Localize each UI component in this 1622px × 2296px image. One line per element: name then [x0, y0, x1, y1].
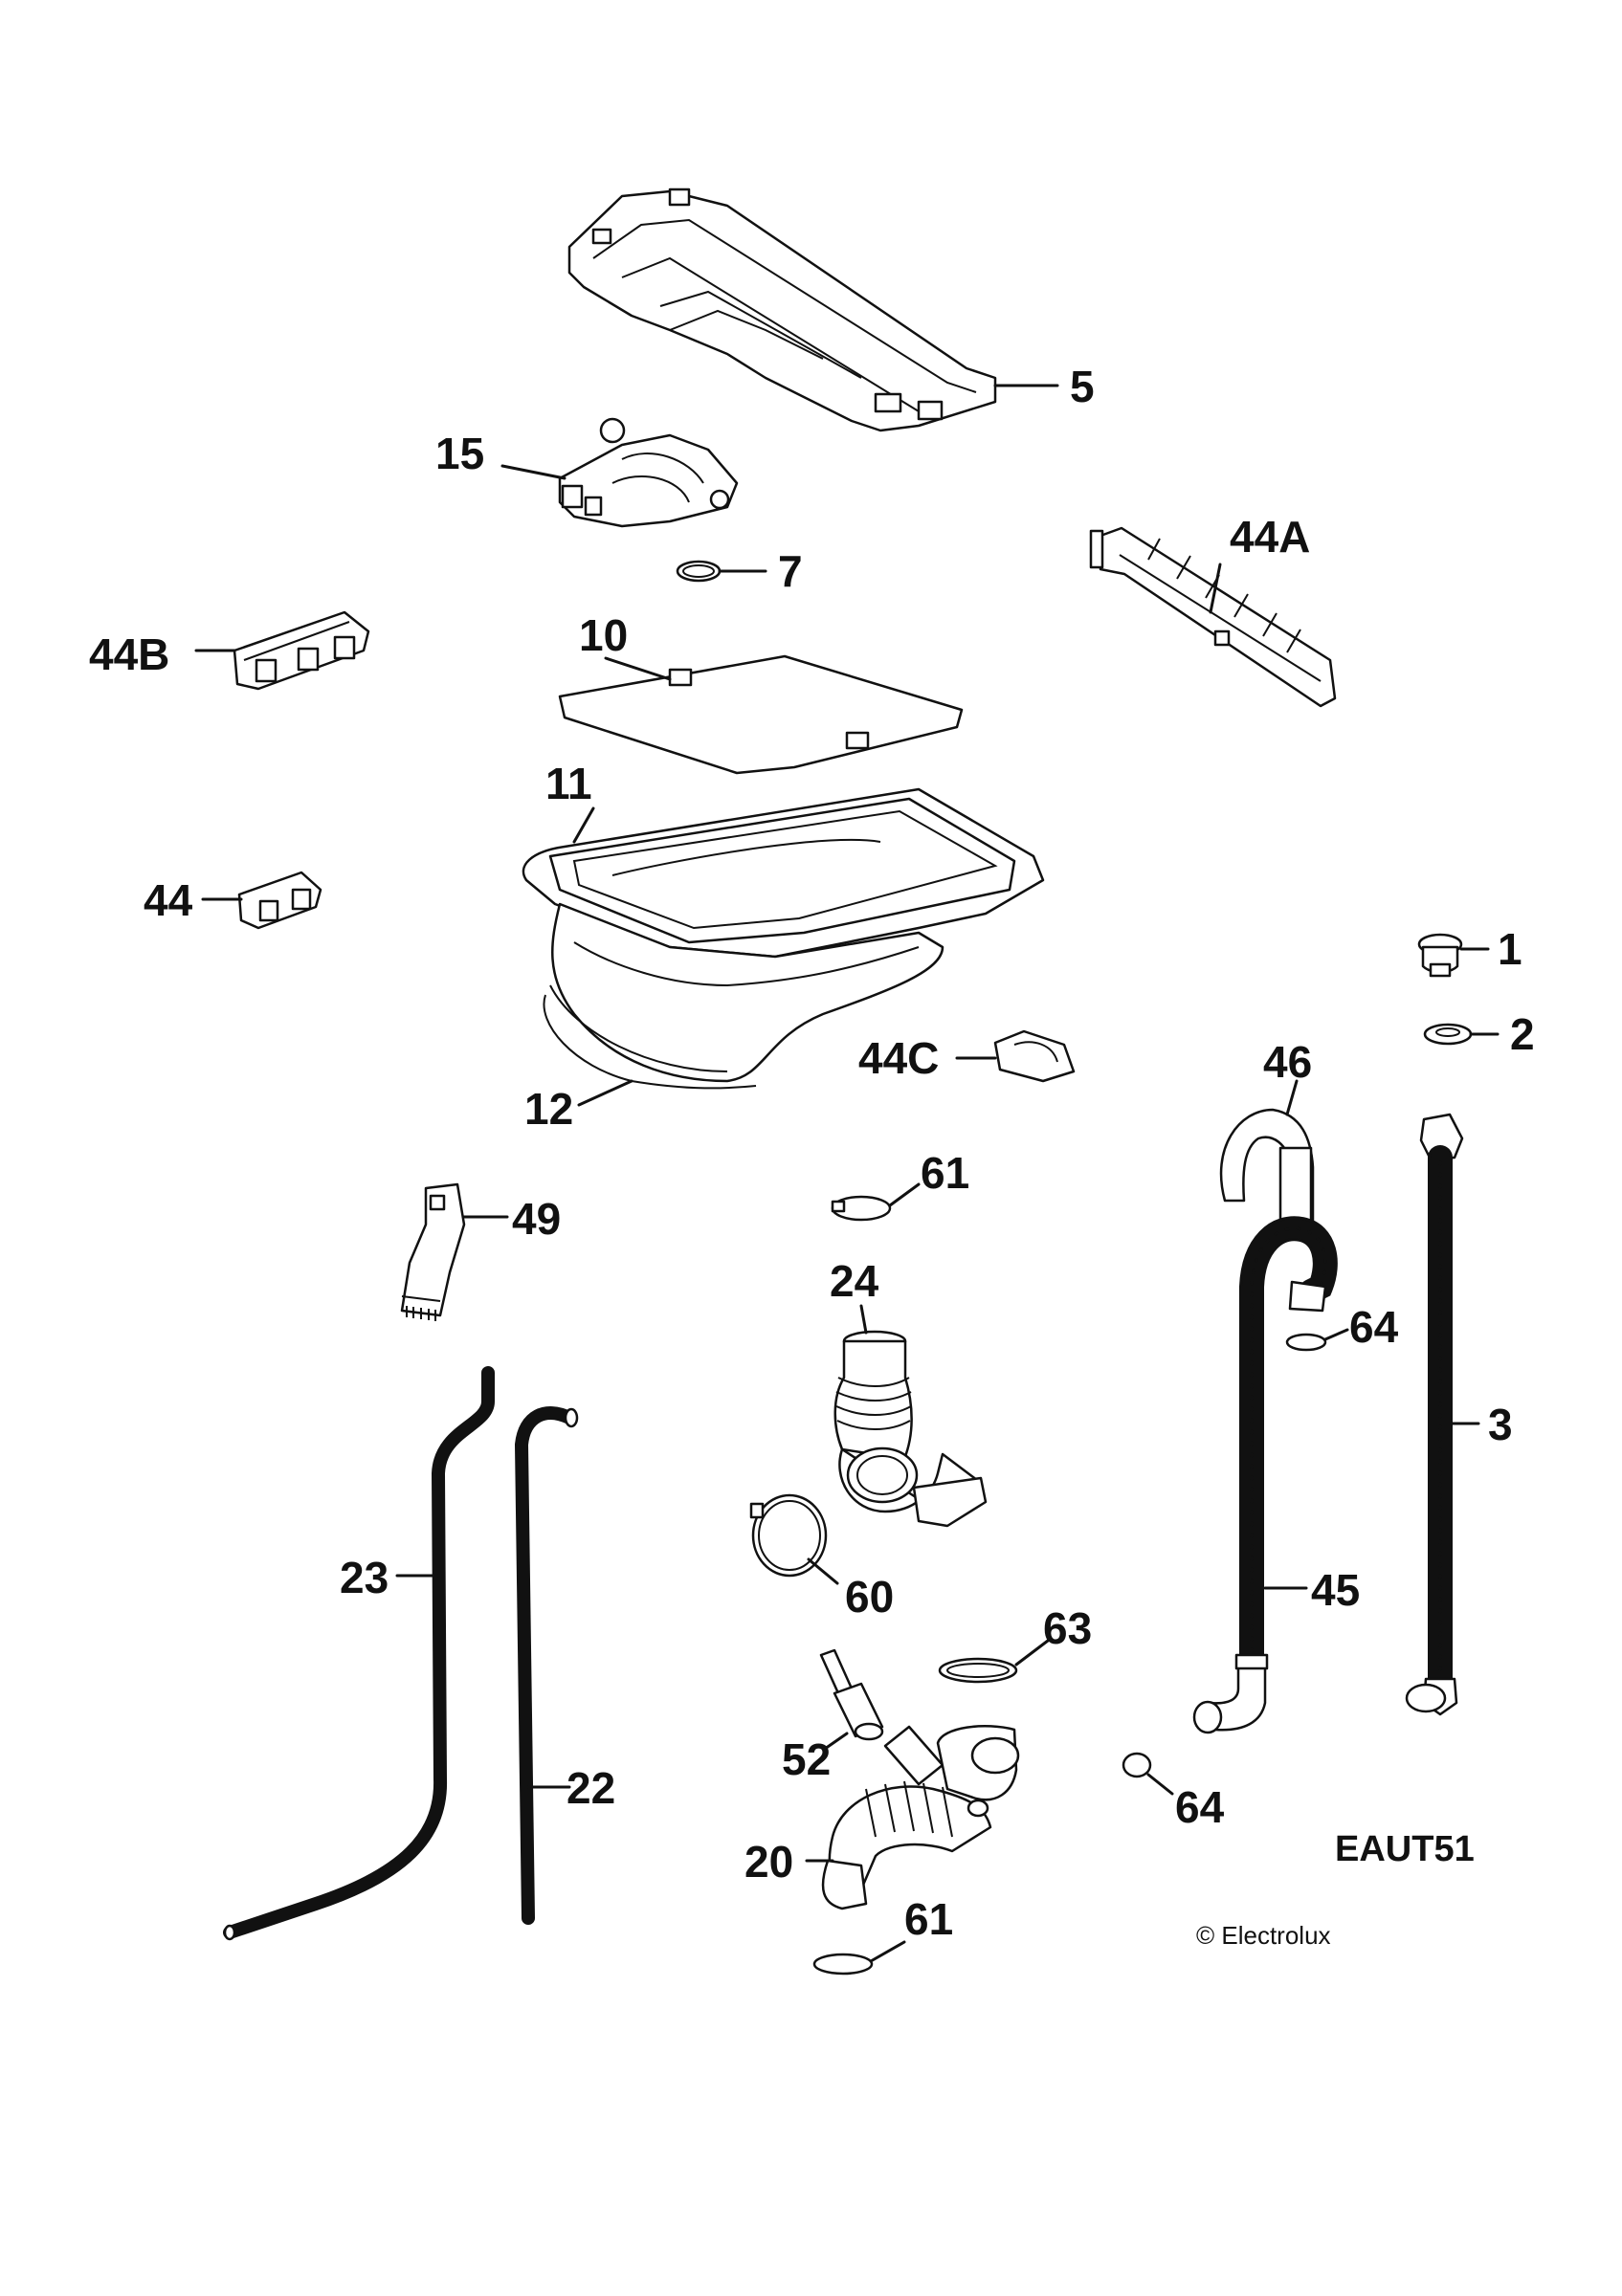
- callout-61-top: 61: [921, 1148, 969, 1198]
- part-15-valve: [558, 417, 739, 528]
- part-11-tub-rim: [522, 787, 1045, 959]
- part-44b-clip: [233, 610, 370, 691]
- callout-23: 23: [340, 1553, 389, 1602]
- callout-61-bottom: 61: [904, 1894, 953, 1944]
- callout-44c: 44C: [858, 1033, 939, 1083]
- part-7-ring: [676, 560, 722, 583]
- part-44-clip: [237, 871, 322, 930]
- part-61-clamp-bottom: [812, 1953, 874, 1976]
- callout-64-right: 64: [1349, 1302, 1399, 1352]
- part-45-drain-hose: [1192, 1216, 1338, 1734]
- callout-52: 52: [782, 1734, 831, 1784]
- callout-12: 12: [524, 1084, 573, 1134]
- callout-7: 7: [778, 546, 803, 596]
- callout-24: 24: [830, 1256, 879, 1306]
- part-44c-clip: [993, 1029, 1076, 1083]
- callout-44b: 44B: [89, 629, 169, 679]
- leader-lines: [194, 384, 1500, 1963]
- part-3-inlet-hose: [1405, 1113, 1464, 1716]
- callout-11: 11: [545, 759, 592, 808]
- callout-44: 44: [144, 875, 193, 925]
- part-52-tube: [819, 1648, 884, 1741]
- callout-63: 63: [1043, 1603, 1092, 1653]
- part-44a-cable-bracket: [1089, 526, 1337, 708]
- callout-64-bottom: 64: [1175, 1782, 1225, 1832]
- callout-10: 10: [579, 610, 628, 660]
- callout-46: 46: [1263, 1037, 1312, 1087]
- callout-labels: 5 15 7 44A 44B 10 11 44 1 2 44C 46 12 61…: [89, 362, 1535, 1950]
- callout-44a: 44A: [1230, 512, 1310, 562]
- diagram-code: EAUT51: [1335, 1829, 1475, 1869]
- callout-15: 15: [435, 429, 484, 478]
- part-5-top-frame: [567, 188, 997, 432]
- callout-3: 3: [1488, 1400, 1513, 1449]
- callout-49: 49: [512, 1194, 561, 1244]
- callout-60: 60: [845, 1572, 894, 1622]
- part-60-clamp-ring: [749, 1493, 828, 1578]
- callout-22: 22: [567, 1763, 615, 1813]
- part-20-elbow-hose: [821, 1725, 1020, 1910]
- part-24-sump-hose: [833, 1330, 988, 1528]
- copyright-notice: © Electrolux: [1196, 1921, 1331, 1950]
- part-2-washer: [1423, 1023, 1473, 1046]
- part-12-bellows-seal: [543, 902, 944, 1090]
- callout-5: 5: [1070, 362, 1095, 411]
- callout-45: 45: [1311, 1565, 1360, 1615]
- part-64-clamp-bottom: [1122, 1752, 1152, 1778]
- part-64-clamp-right: [1285, 1333, 1327, 1352]
- callout-20: 20: [744, 1837, 793, 1887]
- part-1-cap: [1417, 933, 1463, 978]
- part-22-hose: [514, 1406, 579, 1925]
- part-61-clamp-top: [831, 1195, 892, 1222]
- part-63-clamp: [938, 1657, 1018, 1684]
- part-10-plate: [558, 654, 964, 775]
- part-49-flap: [400, 1182, 466, 1321]
- callout-2: 2: [1510, 1009, 1535, 1059]
- part-23-hose: [223, 1366, 495, 1941]
- callout-1: 1: [1498, 924, 1522, 974]
